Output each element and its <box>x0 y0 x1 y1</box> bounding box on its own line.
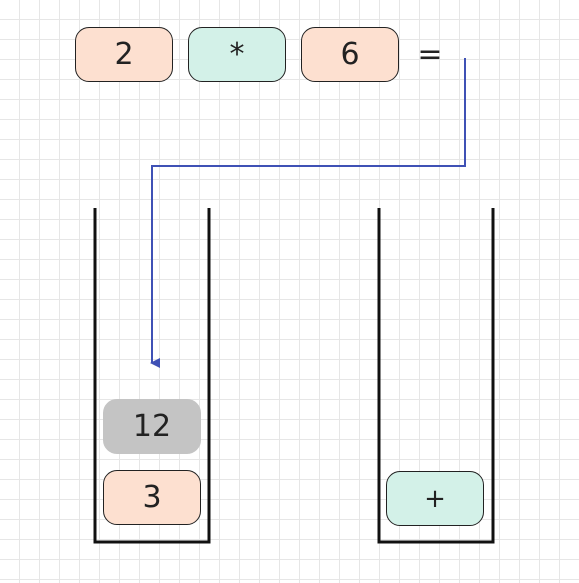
equals-sign: = <box>417 37 443 72</box>
expression-token-multiply: * <box>188 27 286 82</box>
result-push-arrow <box>150 58 466 368</box>
operator-stack-item-plus: + <box>386 471 484 526</box>
expression-token-2: 2 <box>75 27 173 82</box>
operand-stack-container <box>93 208 211 544</box>
operand-stack-item-3: 3 <box>103 470 201 525</box>
operator-stack-container <box>377 208 495 544</box>
operand-stack-item-12: 12 <box>103 399 201 454</box>
expression-token-6: 6 <box>301 27 399 82</box>
